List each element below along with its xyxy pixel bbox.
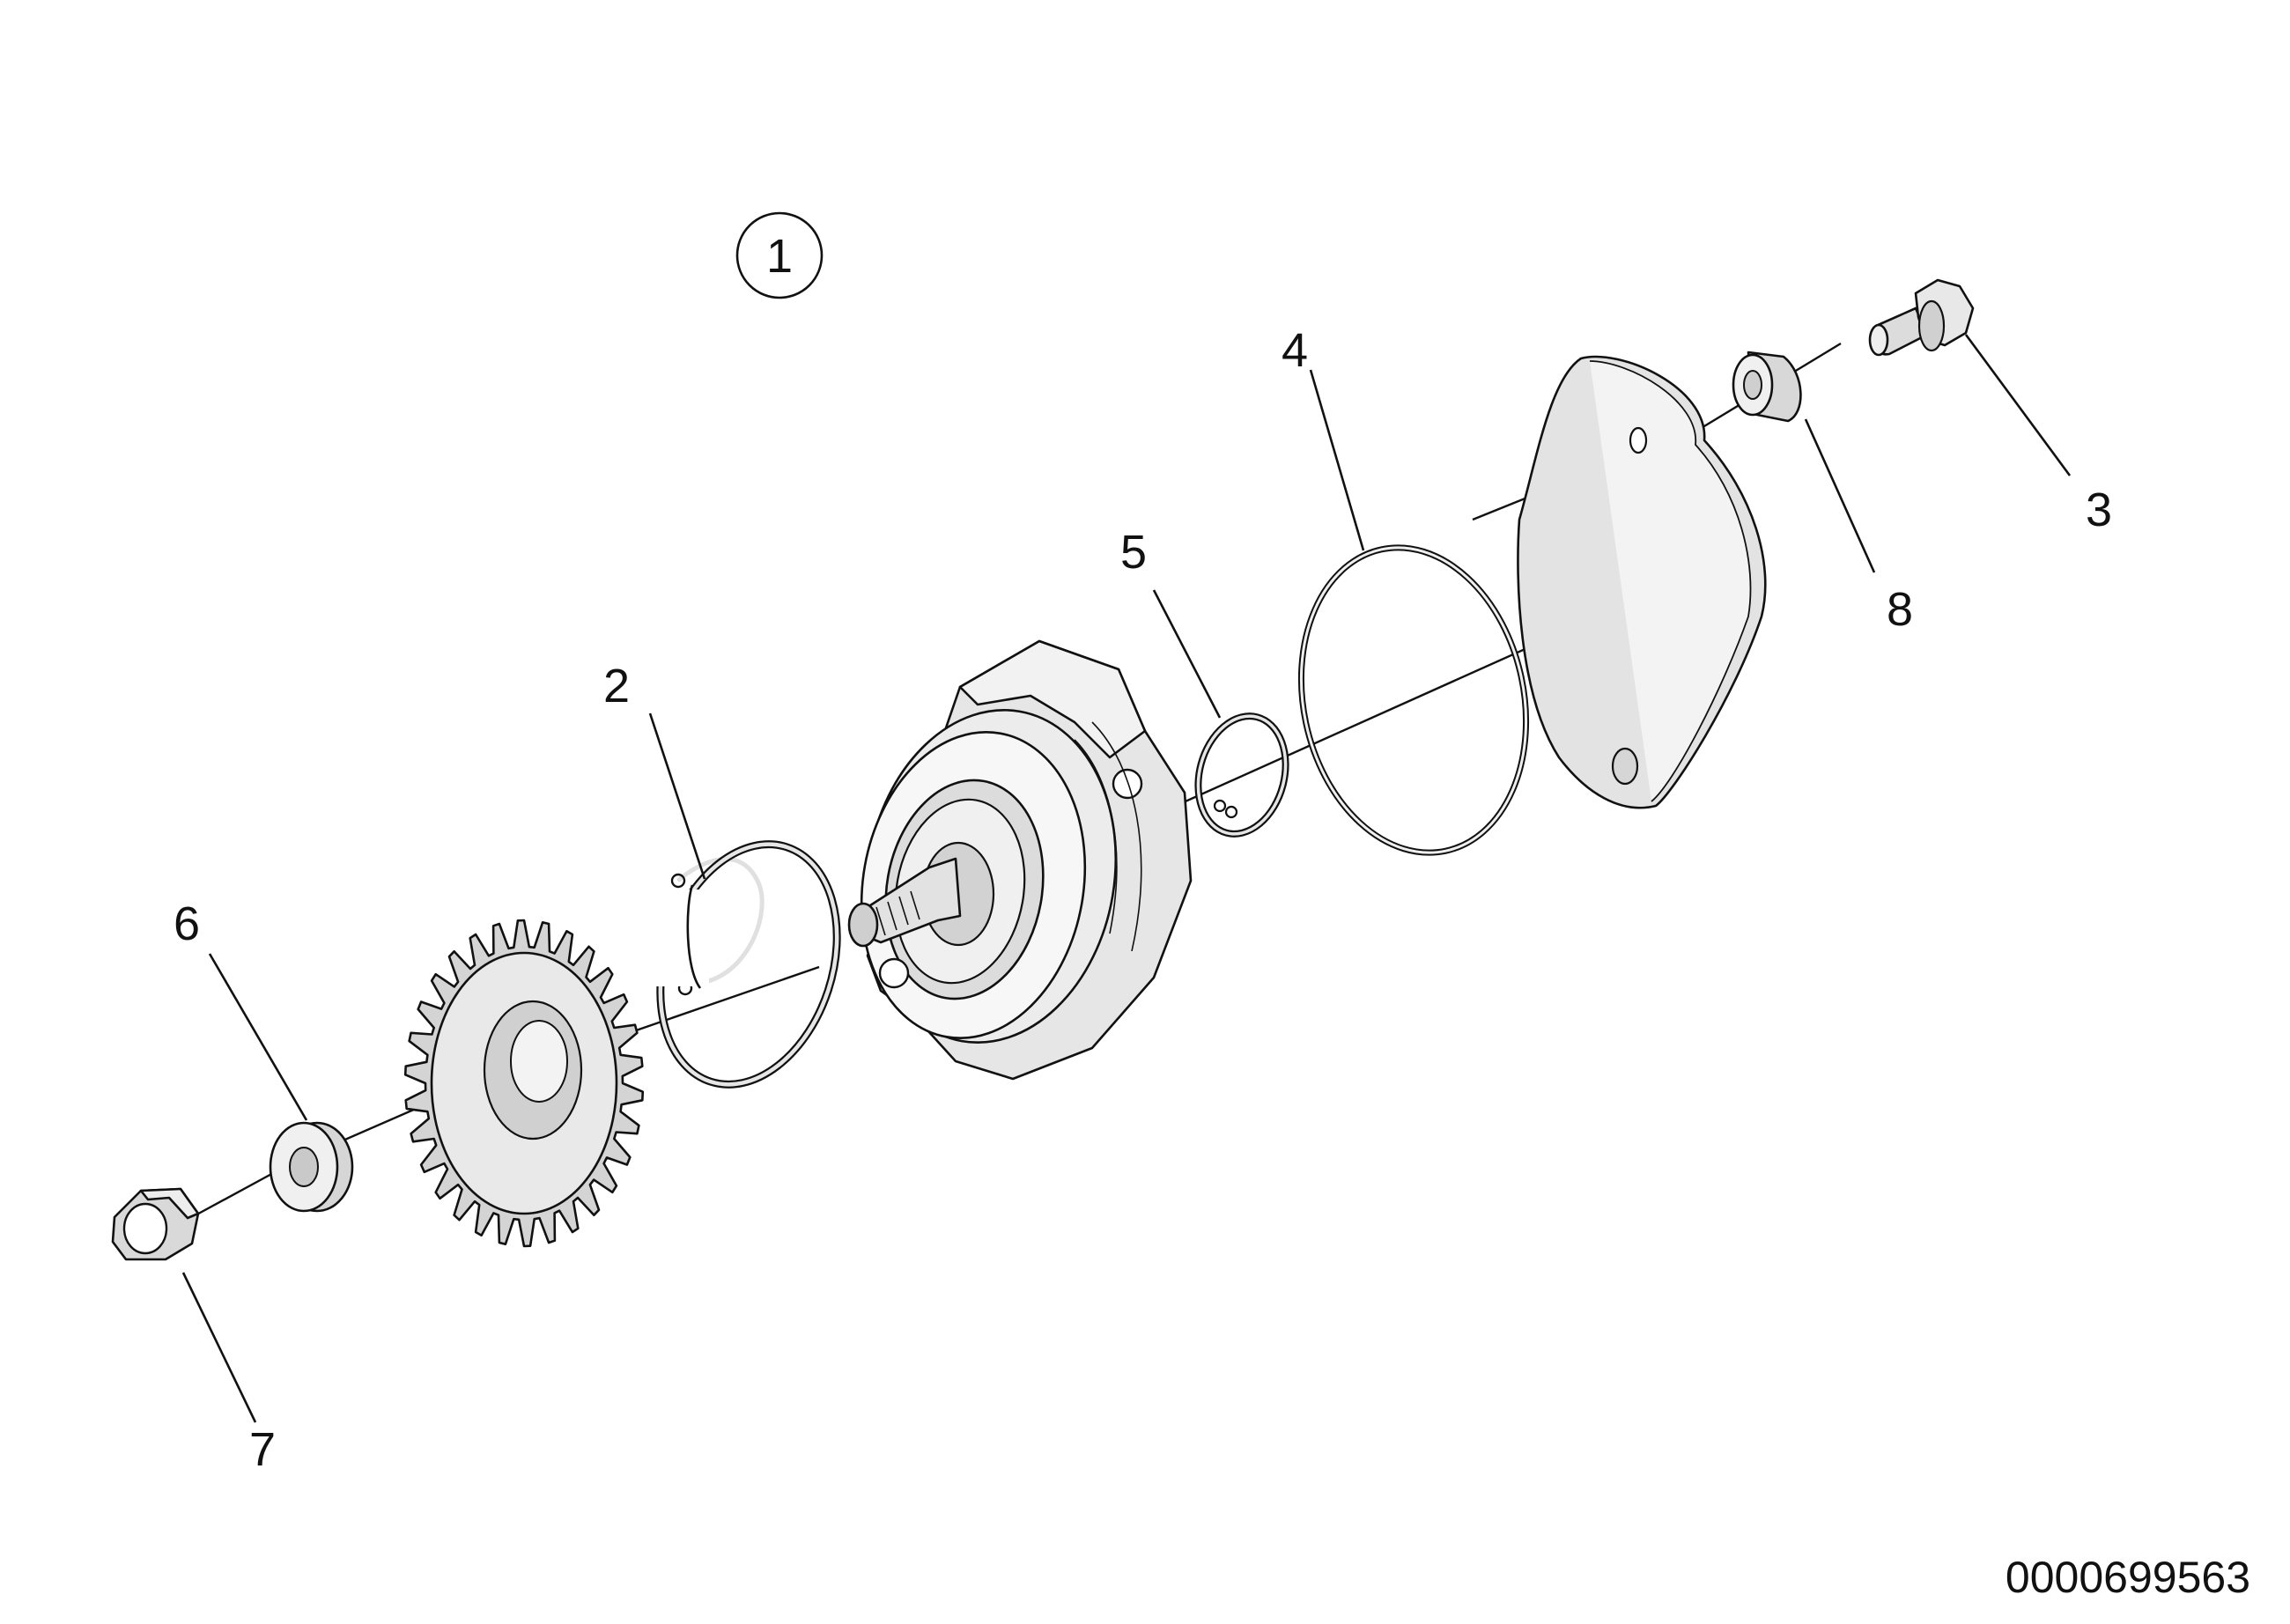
callout-8: 8 [1887,583,1913,636]
flange-bolt [1868,278,1975,357]
o-ring [1297,544,1530,856]
document-id: 0000699563 [2006,1553,2250,1602]
spacer-sleeve [1732,351,1802,423]
small-retaining-ring [1194,712,1289,838]
gear [403,919,645,1248]
washer [269,1121,354,1213]
callout-6: 6 [174,897,200,950]
pump-housing [847,639,1193,1081]
leader-lines [181,334,2072,1423]
callout-7: 7 [249,1423,276,1476]
callout-2: 2 [603,660,630,712]
assembly-callout: 1 [735,211,824,299]
callout-4: 4 [1282,324,1308,377]
assembly-callout-label: 1 [766,230,793,283]
hex-nut [111,1187,200,1261]
cover-plate [1517,355,1767,809]
callout-labels: 2 3 4 5 6 7 8 [174,324,2112,1476]
callout-3: 3 [2086,484,2112,536]
large-retaining-ring [656,840,841,1089]
callout-5: 5 [1120,526,1147,579]
